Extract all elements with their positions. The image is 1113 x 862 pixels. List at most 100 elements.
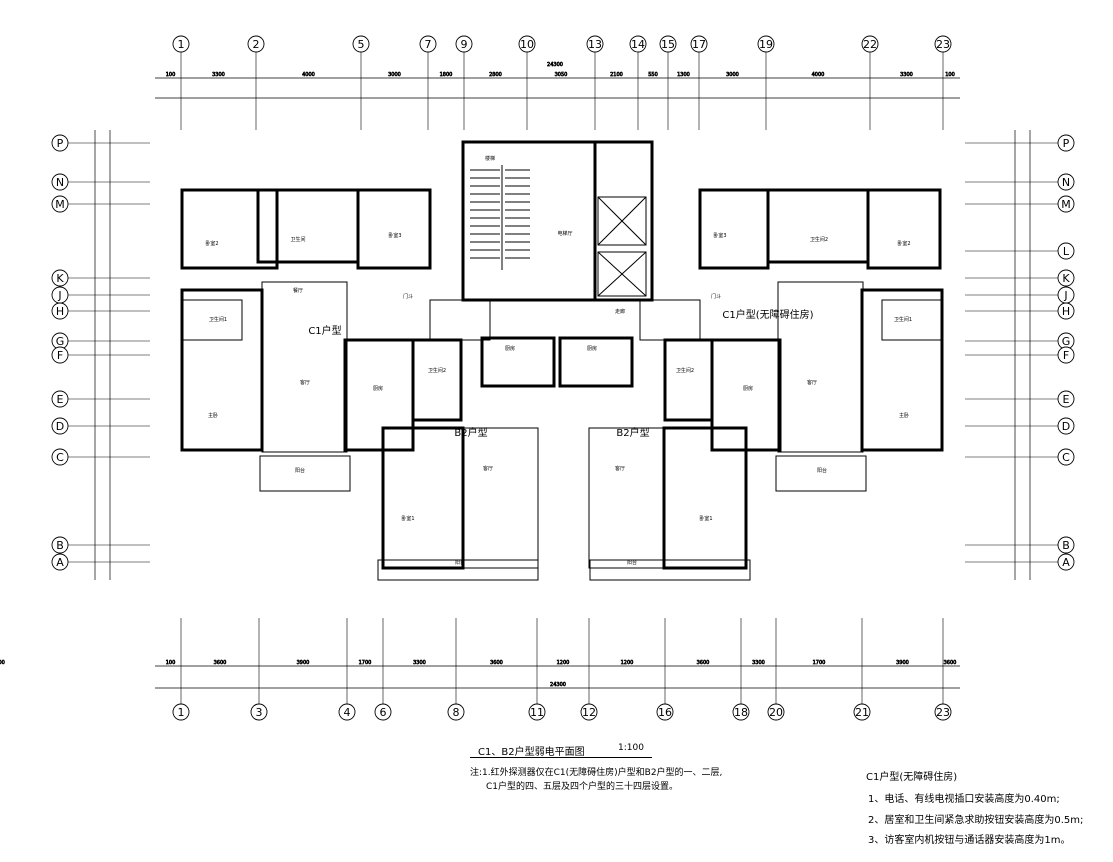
bottom-axis-bubble-20-label: 20 (769, 706, 783, 719)
bottom-axis-bubble-23-label: 23 (936, 706, 950, 719)
label-c1l-master: 主卧 (208, 412, 218, 419)
b2r-living (588, 427, 665, 569)
left-axis-bubble-N-label: N (56, 176, 64, 189)
c1l-bedroom2 (180, 188, 279, 270)
bottom-dim-11: 3900 (896, 660, 909, 666)
bottom-axis-bubble-4-label: 4 (344, 706, 351, 719)
right-axis-bubble-D-label: D (1062, 420, 1070, 433)
label-c1r-master: 主卧 (899, 412, 909, 419)
b2r-master (662, 426, 748, 570)
label-b2l-living: 客厅 (483, 465, 493, 472)
top-dim-13: 100 (945, 72, 955, 78)
label-c1l-bedroom3: 卧室3 (388, 232, 401, 239)
c1l-bath2 (411, 338, 463, 422)
right-axis-bubble-K-label: K (1062, 272, 1070, 285)
legend-item-1: 1、电话、有线电视插口安装高度为0.40m; (868, 794, 1060, 805)
label-c1l-kitchen: 厨房 (373, 385, 383, 392)
label-c1l-bath: 卫生间 (290, 236, 305, 243)
top-axis-bubble-19-label: 19 (759, 38, 773, 51)
c1l-bath-zone (256, 188, 360, 264)
label-c1r-living: 客厅 (807, 379, 817, 386)
label-c1l-bath2: 卫生间2 (428, 367, 446, 374)
top-dim-5: 2800 (489, 72, 502, 78)
left-axis-bubble-P-label: P (57, 137, 64, 150)
left-axis-bubble-H-label: H (56, 305, 64, 318)
label-unit-b2-right: B2户型 (616, 426, 649, 439)
drawing-title: C1、B2户型弱电平面图 (478, 747, 585, 758)
legend-title: C1户型(无障碍住房) (866, 772, 958, 783)
top-dim-4: 1800 (440, 72, 453, 78)
label-unit-c1-left: C1户型 (308, 324, 341, 337)
top-dim-total: 24300 (547, 62, 563, 68)
right-axis-bubble-E-label: E (1063, 393, 1070, 406)
drawing-scale: 1:100 (618, 743, 644, 753)
right-axis-bubble-G-label: G (1062, 335, 1071, 348)
title-underline (470, 757, 652, 758)
left-axis-bubble-K-label: K (56, 272, 64, 285)
elevator-core (593, 140, 654, 302)
label-b2l-bedroom1: 卧室1 (401, 515, 414, 522)
elevator-1-x2 (597, 196, 647, 246)
top-axis-bubble-2-label: 2 (253, 38, 260, 51)
c1l-master (180, 288, 264, 452)
left-axis-bubble-B-label: B (56, 539, 64, 552)
top-dim-6: 3050 (555, 72, 568, 78)
label-c1r-bath: 卫生间2 (810, 236, 828, 243)
right-axis-bubble-M-label: M (1061, 198, 1071, 211)
label-b2l-kitchen: 厨房 (505, 345, 515, 352)
bottom-dim-3: 1700 (359, 660, 372, 666)
bottom-dim-12: 3600 (944, 660, 957, 666)
bottom-dim-8: 3600 (697, 660, 710, 666)
c1l-balcony (259, 455, 351, 492)
c1r-living (777, 281, 864, 453)
top-dim-3: 3000 (388, 72, 401, 78)
right-axis-bubble-B-label: B (1062, 539, 1070, 552)
label-stair: 楼梯 (485, 155, 495, 162)
top-axis-bubble-17-label: 17 (692, 38, 706, 51)
bottom-axis-bubble-8-label: 8 (453, 706, 460, 719)
bottom-axis-bubble-18-label: 18 (734, 706, 748, 719)
bottom-dim-10: 1700 (813, 660, 826, 666)
bottom-axis-bubble-1-label: 1 (178, 706, 185, 719)
top-dim-9: 1300 (677, 72, 690, 78)
c1l-living (261, 281, 348, 453)
label-c1r-bedroom3: 卧室3 (713, 232, 726, 239)
top-dim-7: 2100 (610, 72, 623, 78)
right-axis-bubble-N-label: N (1062, 176, 1070, 189)
c1r-bedroom2 (866, 188, 942, 270)
right-axis-bubble-P-label: P (1063, 137, 1070, 150)
note-line-2: C1户型的四、五层及四个户型的三十四层设置。 (486, 782, 679, 792)
label-c1l-bedroom2: 卧室2 (205, 240, 218, 247)
label-c1r-balcony: 阳台 (817, 467, 827, 474)
elevator-1 (597, 196, 647, 246)
top-axis-bubble-1-label: 1 (178, 38, 185, 51)
b2r-balcony (589, 559, 751, 581)
bottom-dim-5: 3600 (490, 660, 503, 666)
label-b2r-bedroom1: 卧室1 (699, 515, 712, 522)
bottom-dim-0: 100 (166, 660, 176, 666)
right-axis-bubble-A-label: A (1062, 556, 1070, 569)
left-axis-bubble-M-label: M (55, 198, 65, 211)
top-dim-11: 4000 (812, 72, 825, 78)
corridor-left (429, 299, 491, 341)
legend-item-2: 2、居室和卫生间紧急求助按钮安装高度为0.5m; (868, 815, 1084, 826)
bottom-dim-4: 3300 (413, 660, 426, 666)
left-axis-bubble-G-label: G (56, 335, 65, 348)
b2l-balcony (377, 559, 539, 581)
label-c1r-bedroom2: 卧室2 (897, 240, 910, 247)
top-axis-bubble-7-label: 7 (425, 38, 432, 51)
label-unit-c1-right: C1户型(无障碍住房) (722, 308, 813, 321)
elevator-2 (597, 251, 647, 297)
bottom-axis-bubble-21-label: 21 (855, 706, 869, 719)
right-axis-bubble-C-label: C (1062, 451, 1070, 464)
c1r-master (860, 288, 944, 452)
top-dim-12: 3300 (900, 72, 913, 78)
legend-item-3: 3、访客室内机按钮与通话器安装高度为1m。 (868, 835, 1071, 846)
bottom-axis-bubble-3-label: 3 (256, 706, 263, 719)
top-axis-bubble-23-label: 23 (936, 38, 950, 51)
elevator-2-x2 (597, 251, 647, 297)
right-axis-bubble-J-label: J (1063, 289, 1067, 302)
label-b2l-balcony: 阳台 (455, 559, 465, 566)
